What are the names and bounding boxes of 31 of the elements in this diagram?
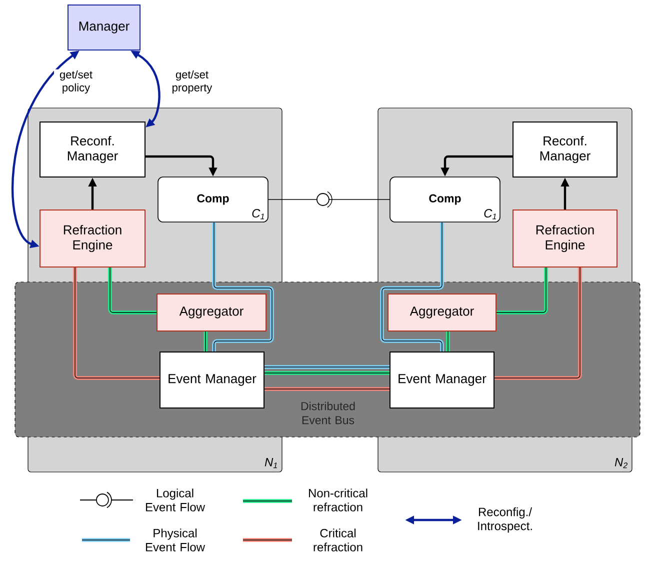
edge-label: get/set property — [163, 69, 221, 95]
edge-label: get/set policy — [54, 69, 98, 95]
connector-line — [212, 222, 274, 352]
connector-line — [264, 371, 390, 375]
component-box: Reconf. Manager — [512, 122, 618, 178]
legend-text: Non-critical refraction — [308, 488, 368, 512]
connector-line — [264, 387, 390, 391]
manager-box: Manager — [68, 4, 140, 50]
component-box: Comp C$_{1}$ — [158, 176, 268, 222]
connector-line — [108, 267, 157, 314]
connector-line — [204, 331, 208, 352]
legend-text: Critical refraction — [314, 528, 362, 552]
connector-line — [264, 365, 390, 369]
connector-line — [494, 267, 582, 380]
refraction-box: Refraction Engine — [40, 210, 146, 268]
refraction-box: Refraction Engine — [512, 210, 618, 268]
legend-text: Reconfig./ Introspect. — [478, 507, 532, 533]
connector-line — [380, 222, 444, 352]
legend-text: Logical Event Flow — [146, 488, 206, 512]
refraction-box: Aggregator — [156, 294, 266, 332]
bus-label: Distributed Event Bus — [301, 402, 355, 424]
component-box: Event Manager — [160, 352, 264, 408]
legend-text: Physical Event Flow — [146, 528, 206, 552]
component-box: Comp C$_{1}$ — [390, 176, 500, 222]
connector-line — [446, 331, 450, 352]
connector-line — [496, 267, 548, 314]
connector-line — [73, 267, 160, 380]
ball-socket-connector — [268, 191, 390, 208]
component-box: Reconf. Manager — [40, 122, 146, 178]
component-box: Event Manager — [390, 352, 494, 408]
refraction-box: Aggregator — [388, 294, 496, 332]
